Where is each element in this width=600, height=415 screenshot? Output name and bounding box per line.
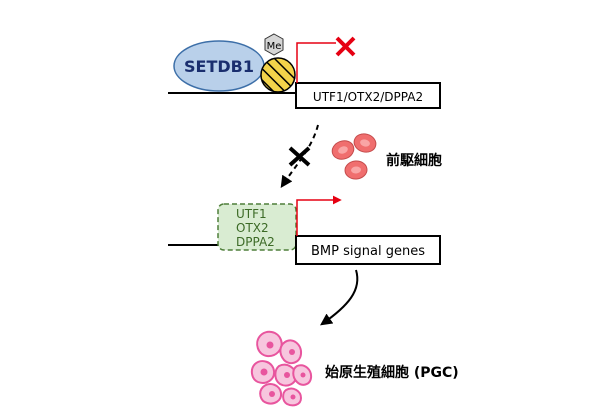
methyl-label: Me — [267, 41, 282, 52]
tf-label-2: OTX2 — [236, 221, 269, 235]
pgc-label: 始原生殖細胞 (PGC) — [325, 364, 459, 381]
methyl-mark: Me — [264, 33, 284, 56]
target-gene-box-bottom — [295, 235, 441, 265]
tf-label-1: UTF1 — [236, 207, 267, 221]
differentiation-arrow — [320, 269, 359, 326]
blocked-arrow-cross-icon — [288, 146, 311, 167]
methyl-hexagon — [264, 33, 284, 56]
transcription-arrow-top — [296, 42, 336, 83]
transcription-arrow-bottom — [296, 195, 342, 236]
target-gene-box-top — [295, 82, 441, 109]
precursor-label: 前駆細胞 — [386, 152, 442, 169]
setdb1-label: SETDB1 — [184, 57, 254, 76]
tf-label-3: DPPA2 — [236, 235, 275, 249]
bottom-activation-panel: UTF1 OTX2 DPPA2 BMP signal genes — [168, 195, 441, 265]
pgc-cells-icon — [250, 330, 313, 407]
target-gene-label-bottom: BMP signal genes — [311, 244, 425, 259]
precursor-cells-icon — [331, 133, 377, 180]
target-gene-label-top: UTF1/OTX2/DPPA2 — [313, 90, 423, 104]
tf-complex-box — [217, 203, 297, 251]
setdb1-protein: SETDB1 — [173, 40, 265, 92]
dashed-arrow — [280, 124, 319, 188]
top-repression-panel: SETDB1 Me UTF1/OTX2/DPPA2 — [168, 33, 441, 109]
blocked-transcription-cross-icon — [335, 36, 356, 57]
blocked-inhibition-arrow — [280, 124, 319, 188]
nucleosome-hatched — [260, 57, 296, 93]
